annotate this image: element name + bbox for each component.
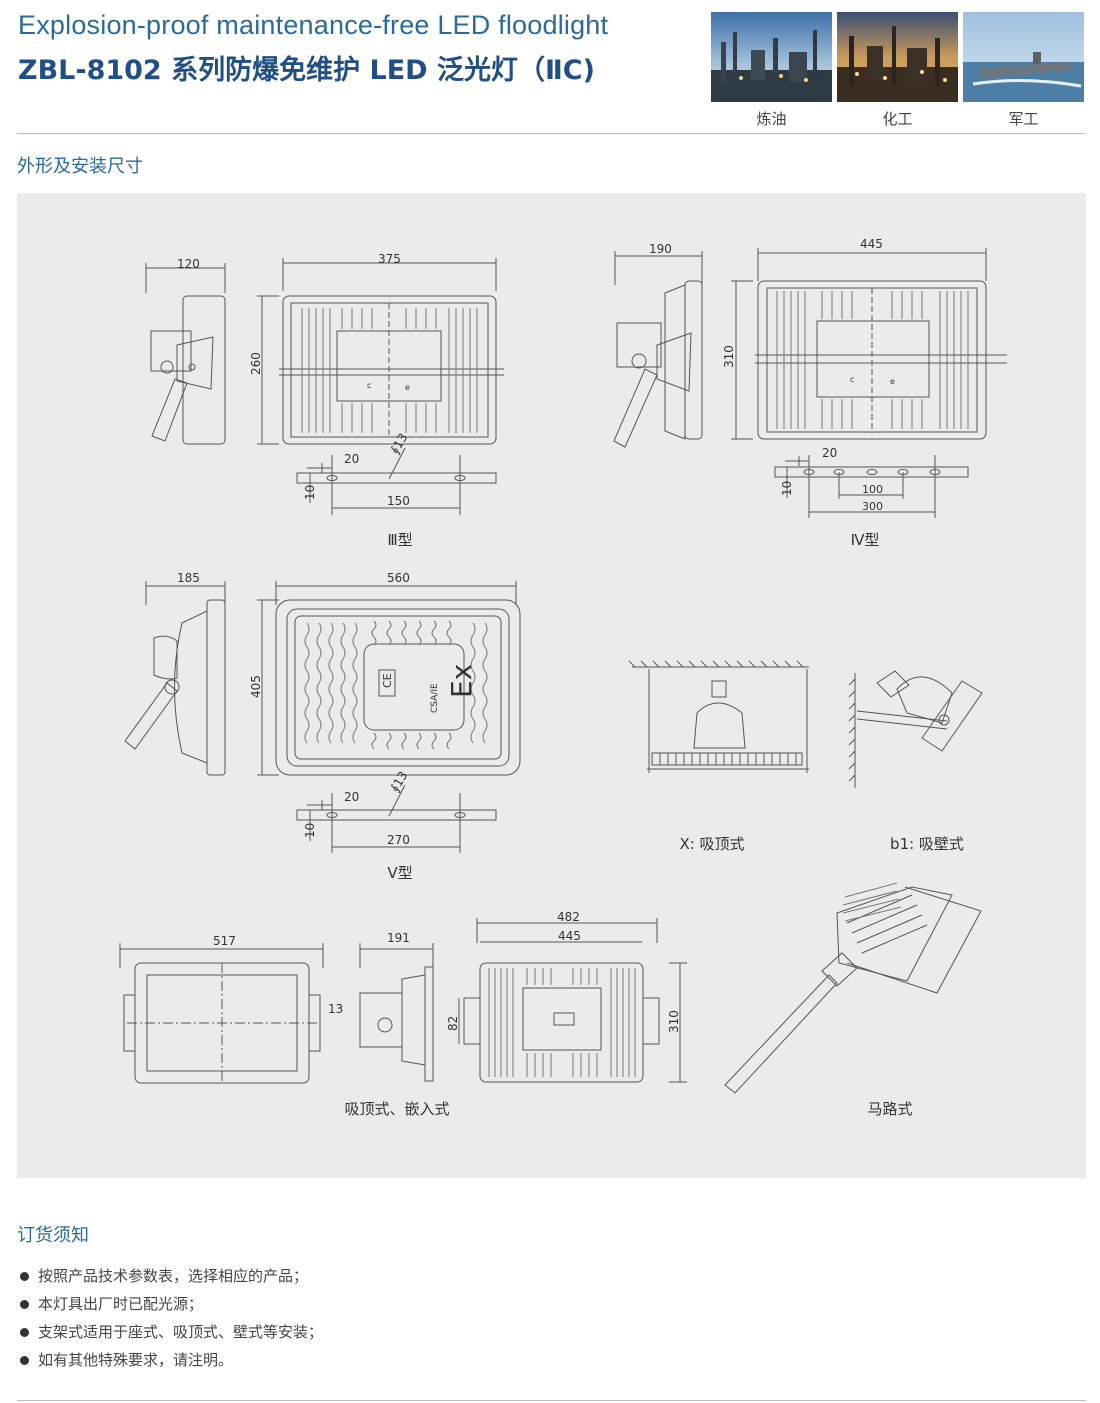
note-item: 支架式适用于座式、吸顶式、壁式等安装； — [20, 1318, 323, 1346]
type5-bracket — [296, 784, 497, 853]
type3-bracket — [296, 447, 497, 515]
type5-front-view — [257, 581, 521, 776]
photo-military — [963, 12, 1084, 102]
type5-plate-ce: CE — [381, 673, 394, 688]
type3-mark-e: e — [405, 383, 410, 392]
dim-type5-slot-offset: 20 — [344, 790, 359, 804]
dim-type4-height: 310 — [722, 345, 736, 368]
type3-mark-c: c — [367, 381, 371, 390]
type5-plate-sub: CSA/IE — [430, 683, 440, 713]
photo-caption-chemical: 化工 — [882, 110, 913, 128]
dim-type3-slot-dia: ∮13 — [387, 431, 410, 457]
dim-type4-bar-thick: 10 — [780, 481, 794, 496]
street-mount-fins — [842, 882, 902, 922]
dim-type3-slot-offset: 20 — [344, 452, 359, 466]
type5-side-view — [124, 581, 226, 776]
photo-caption-military: 军工 — [1008, 110, 1039, 128]
dim-type4-side: 190 — [649, 242, 672, 256]
title-english: Explosion-proof maintenance-free LED flo… — [18, 10, 609, 40]
type3-front-view — [257, 258, 504, 445]
note-text: 如有其他特殊要求，请注明。 — [38, 1351, 234, 1369]
drawings-panel: Ex CE CSA/IE c e c e 120 375 260 20 ∮13 … — [17, 193, 1086, 1178]
bullet-icon — [20, 1299, 29, 1309]
dim-recessed-mount-h: 82 — [446, 1016, 460, 1031]
dim-type4-slot-offset: 20 — [822, 446, 837, 460]
type4-mark-e: e — [890, 377, 895, 386]
type4-front-view — [731, 248, 1007, 440]
ceiling-mount-drawing — [628, 660, 809, 773]
dim-recessed-back-height: 310 — [667, 1010, 681, 1033]
dim-type5-front: 560 — [387, 571, 410, 585]
type5-front-fins — [304, 620, 488, 750]
recessed-back-fins — [488, 968, 636, 1077]
note-text: 按照产品技术参数表，选择相应的产品； — [38, 1267, 309, 1285]
section-title-ordering: 订货须知 — [17, 1225, 89, 1246]
type5-plate-ex: Ex — [445, 664, 478, 698]
note-text: 本灯具出厂时已配光源； — [38, 1295, 204, 1313]
photo-caption-refinery: 炼油 — [756, 110, 787, 128]
note-item: 如有其他特殊要求，请注明。 — [20, 1346, 323, 1374]
note-item: 按照产品技术参数表，选择相应的产品； — [20, 1262, 323, 1290]
note-text: 支架式适用于座式、吸顶式、壁式等安装； — [38, 1323, 324, 1341]
dim-type5-slot-dia: ∮13 — [387, 769, 410, 795]
photo-chemical — [837, 12, 958, 102]
ordering-notes-list: 按照产品技术参数表，选择相应的产品； 本灯具出厂时已配光源； 支架式适用于座式、… — [20, 1262, 323, 1374]
type3-front-fins — [301, 308, 478, 433]
wall-mount-drawing — [848, 670, 983, 788]
section-title-dimensions: 外形及安装尺寸 — [17, 156, 143, 177]
dim-recessed-back-inner: 445 — [558, 929, 581, 943]
dim-type5-bar-thick: 10 — [303, 823, 317, 838]
caption-ceiling: X: 吸顶式 — [679, 835, 745, 853]
caption-street: 马路式 — [867, 1100, 913, 1118]
dim-type4-front: 445 — [860, 237, 883, 251]
street-mount-drawing — [724, 886, 982, 1094]
dim-type5-height: 405 — [249, 675, 263, 698]
header-divider — [17, 133, 1086, 134]
bullet-icon — [20, 1327, 29, 1337]
technical-drawings: Ex CE CSA/IE c e c e 120 375 260 20 ∮13 … — [119, 237, 1007, 1094]
caption-type5: V型 — [387, 864, 413, 882]
dim-type4-slot-pitch: 100 — [862, 483, 883, 496]
type3-side-view — [145, 263, 226, 445]
caption-type4: Ⅳ型 — [850, 531, 880, 549]
recessed-side-view — [359, 943, 434, 1082]
recessed-back-view — [458, 918, 687, 1083]
note-item: 本灯具出厂时已配光源； — [20, 1290, 323, 1318]
photo-refinery — [711, 12, 832, 102]
caption-type3: Ⅲ型 — [387, 531, 413, 549]
dim-recessed-front: 517 — [213, 934, 236, 948]
bullet-icon — [20, 1271, 29, 1281]
recessed-front-view — [119, 943, 324, 1084]
dim-recessed-back-outer: 482 — [557, 910, 580, 924]
dim-type3-bar-thick: 10 — [303, 485, 317, 500]
dim-type5-side: 185 — [177, 571, 200, 585]
title-chinese: ZBL-8102 系列防爆免维护 LED 泛光灯（ⅡC) — [18, 55, 595, 86]
dim-type4-slot-span: 300 — [862, 500, 883, 513]
type4-side-view — [613, 251, 703, 448]
dim-type3-side: 120 — [177, 257, 200, 271]
dim-type3-height: 260 — [249, 352, 263, 375]
dim-type3-slot-span: 150 — [387, 494, 410, 508]
bullet-icon — [20, 1355, 29, 1365]
dim-type5-slot-span: 270 — [387, 833, 410, 847]
dim-recessed-lug: 13 — [328, 1002, 343, 1016]
dim-recessed-side: 191 — [387, 931, 410, 945]
caption-wall: b1: 吸壁式 — [890, 835, 964, 853]
caption-recessed: 吸顶式、嵌入式 — [344, 1100, 450, 1118]
type4-bracket — [774, 455, 969, 518]
type4-mark-c: c — [850, 375, 854, 384]
footer-divider — [17, 1400, 1086, 1401]
dim-type3-front: 375 — [378, 252, 401, 266]
type4-front-fins — [776, 291, 969, 429]
